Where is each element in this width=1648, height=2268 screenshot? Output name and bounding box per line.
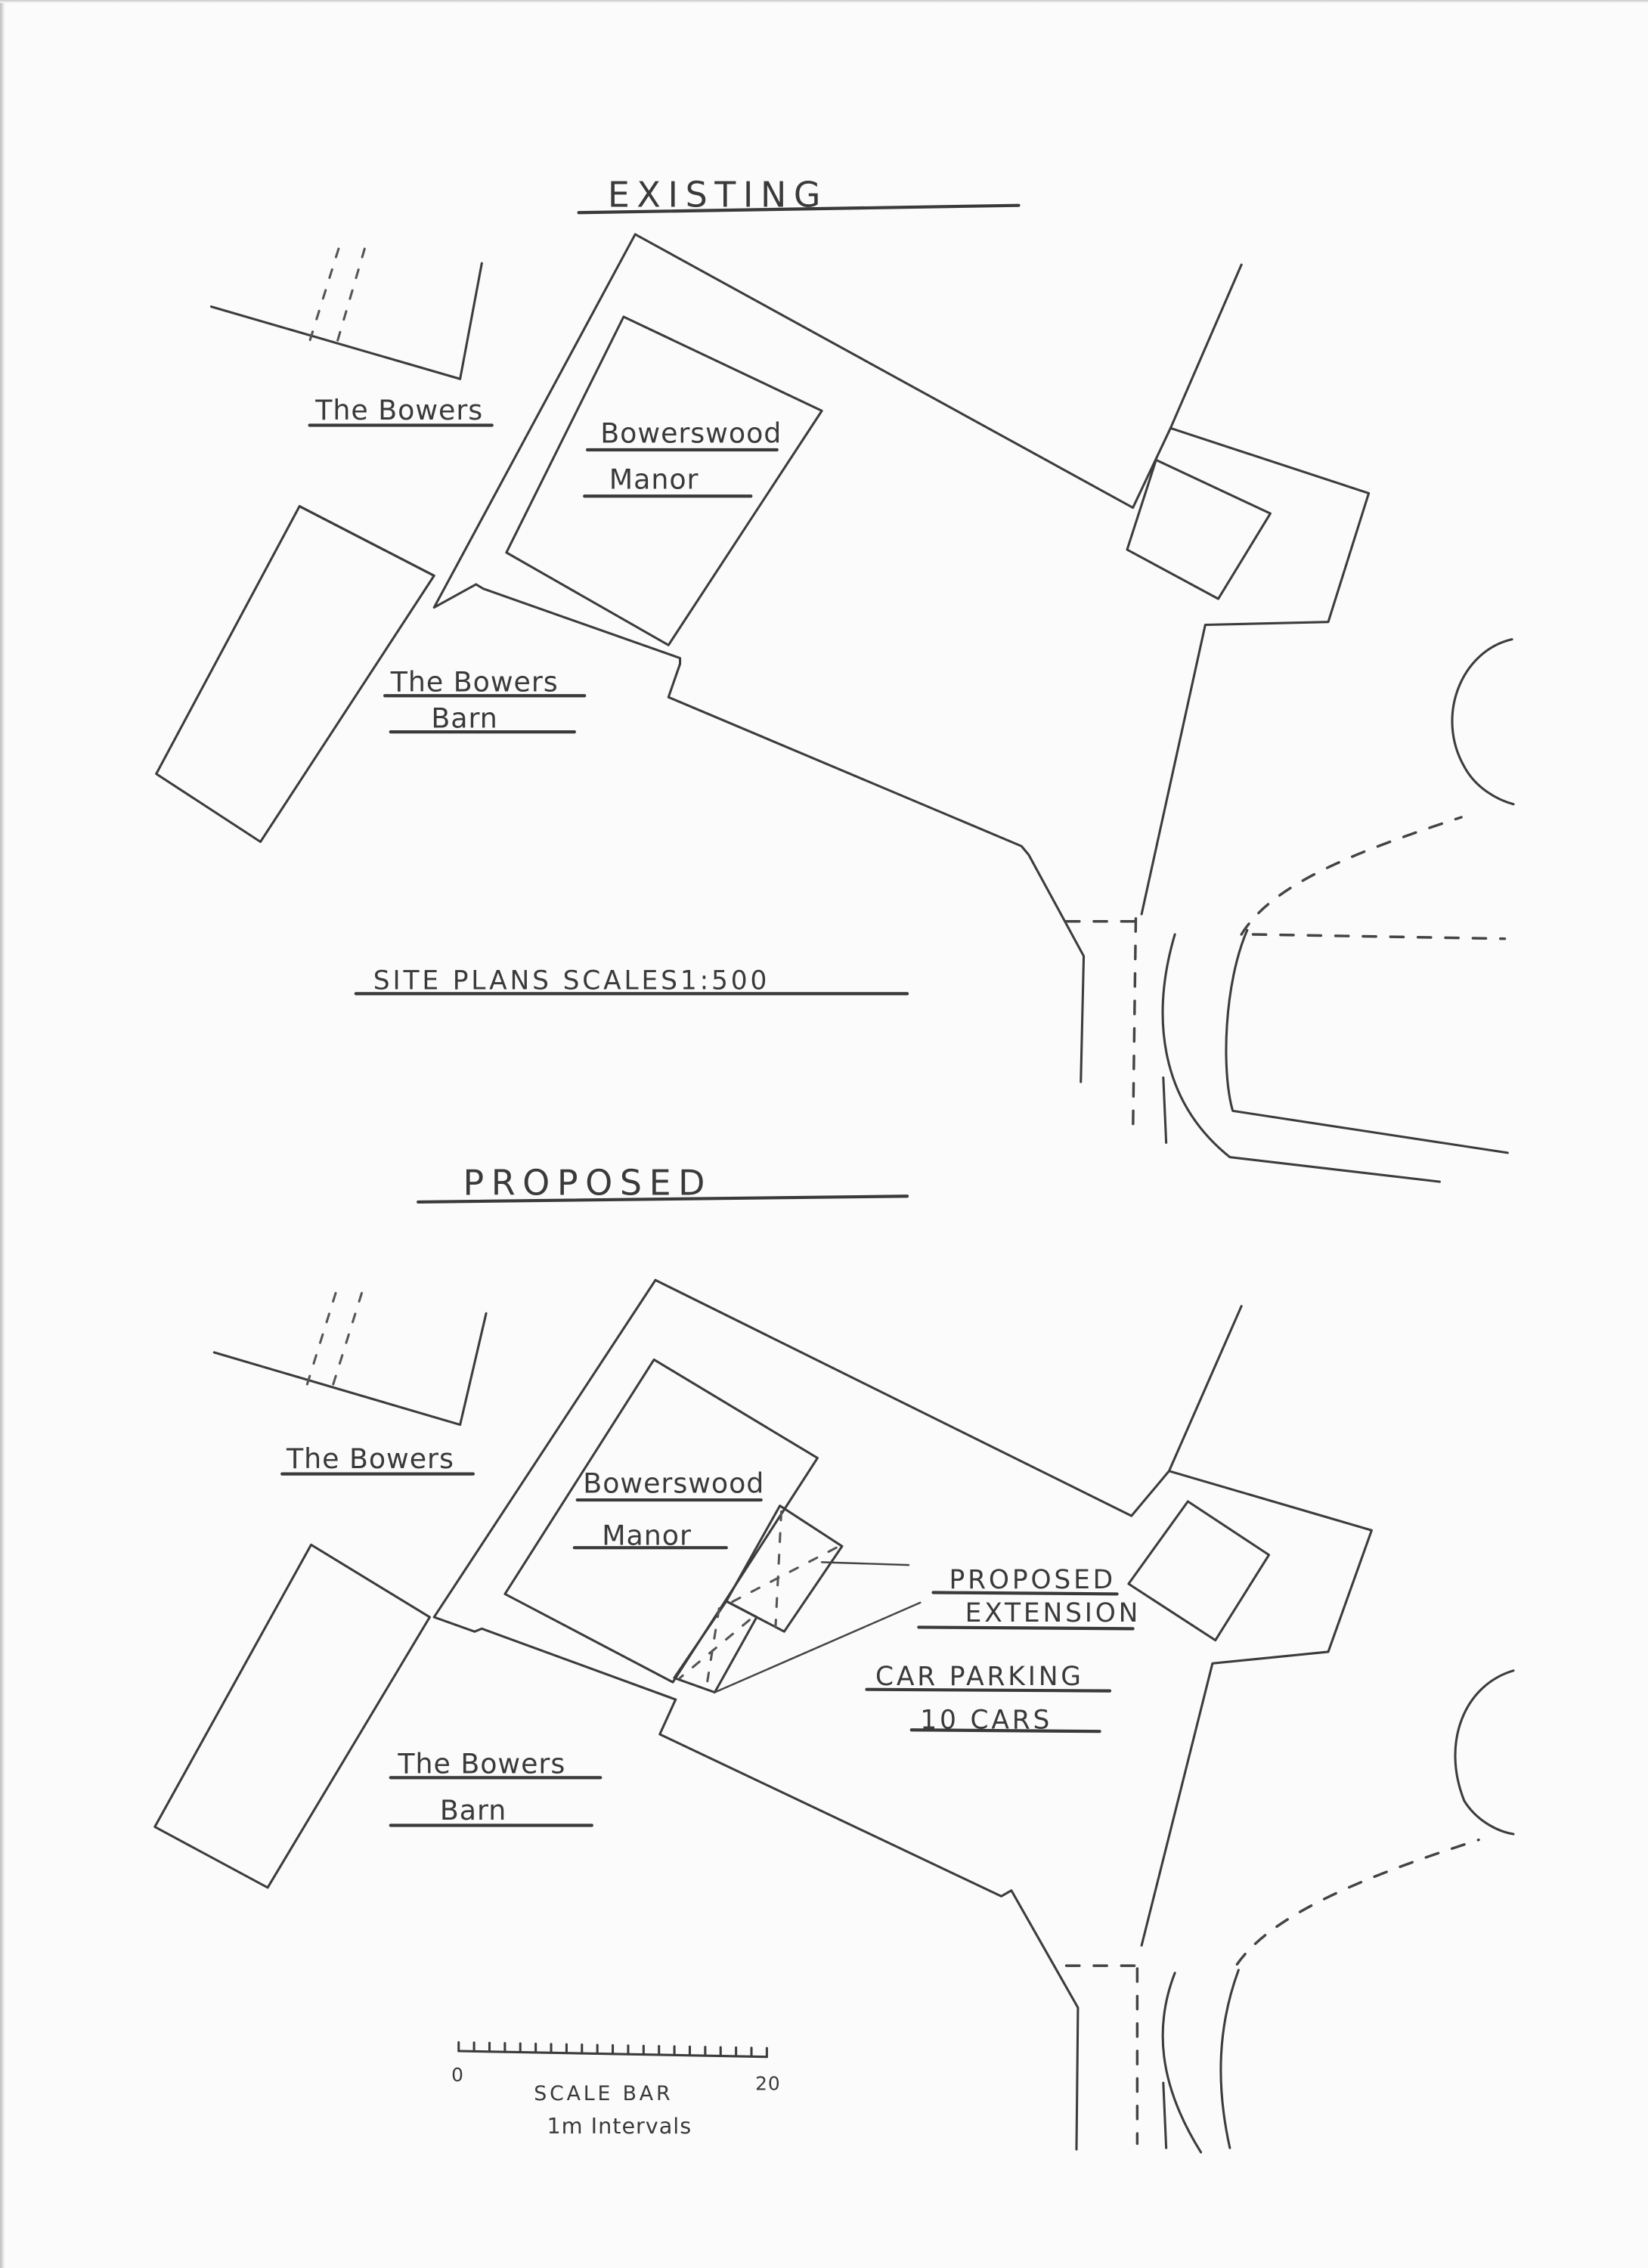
extension-label-line2: EXTENSION (965, 1598, 1142, 1628)
proposed-heading: PROPOSED (463, 1162, 712, 1203)
site-boundary (633, 233, 1371, 916)
scale-bar-end: 20 (755, 2073, 781, 2095)
the-bowers-boundary-proposed (212, 1291, 488, 1427)
barn-label-line2: Barn (431, 702, 497, 734)
the-bowers-barn-building-proposed (153, 1543, 431, 1889)
extension-label-line1: PROPOSED (949, 1565, 1116, 1595)
bowerswood-manor-building (505, 315, 823, 646)
scan-top-shadow (0, 0, 1648, 3)
boundary-north-spur-proposed (1167, 1305, 1243, 1473)
outbuilding-proposed (1127, 1500, 1271, 1642)
barn-roof-edge (298, 505, 435, 578)
barn-label-line2-proposed: Barn (440, 1794, 506, 1826)
existing-plan: EXISTING The Bowers Bowerswood Manor The… (155, 175, 1515, 1183)
sheet-title: SITE PLANS SCALES1:500 (373, 966, 770, 996)
scale-bar-subtitle: 1m Intervals (547, 2113, 692, 2139)
scale-bar: 0 20 SCALE BAR 1m Intervals (451, 2041, 781, 2139)
road-junction-proposed (1064, 1669, 1515, 2154)
the-bowers-label: The Bowers (314, 394, 483, 426)
boundary-north-spur (1169, 263, 1243, 429)
the-bowers-label-proposed: The Bowers (286, 1442, 454, 1475)
parking-underline-2 (909, 1728, 1101, 1734)
existing-heading-underline (577, 203, 1021, 215)
scan-edge-shadow (0, 0, 5, 2268)
road-junction (1064, 638, 1515, 1183)
manor-label-line2: Manor (609, 463, 699, 496)
outbuilding (1126, 458, 1272, 600)
scale-bar-ticks (457, 2041, 768, 2059)
bowerswood-manor-building-proposed (503, 1358, 819, 1684)
proposed-plan: PROPOSED The Bowers Bowerswood Manor (153, 1162, 1515, 2154)
extension-underline-2 (917, 1625, 1135, 1631)
manor-label-line1: Bowerswood (600, 417, 782, 449)
parking-underline-1 (865, 1687, 1112, 1693)
site-boundary-proposed (654, 1278, 1373, 1947)
parking-label-line1: CAR PARKING (875, 1662, 1084, 1692)
barn-label-line1: The Bowers (390, 666, 559, 699)
proposed-extension-footprint (673, 1504, 922, 1694)
proposed-heading-underline (417, 1194, 909, 1204)
extension-underline-1 (931, 1591, 1119, 1596)
site-boundary-west-proposed (432, 1278, 1080, 2151)
scale-bar-title: SCALE BAR (534, 2082, 673, 2105)
barn-label-line1-proposed: The Bowers (397, 1748, 565, 1780)
manor-label-line1-proposed: Bowerswood (583, 1467, 764, 1499)
the-bowers-boundary (209, 247, 483, 380)
site-boundary-west (432, 233, 1086, 1083)
scale-bar-start: 0 (451, 2064, 464, 2086)
